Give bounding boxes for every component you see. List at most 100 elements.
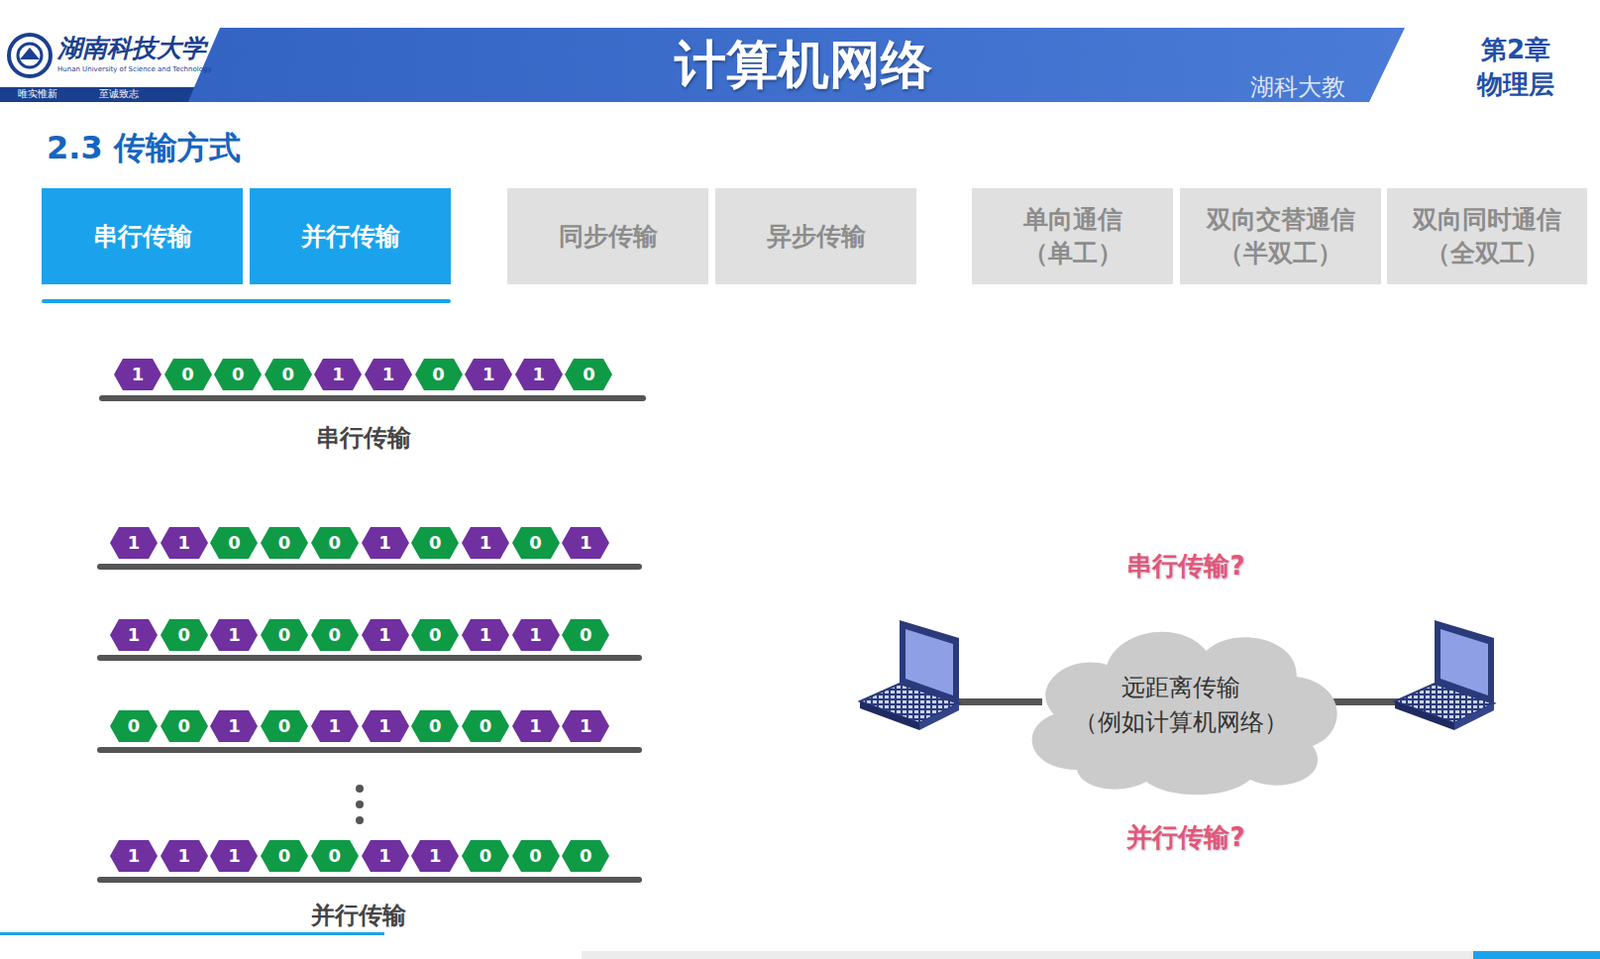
hexagon-fill (461, 710, 510, 743)
bit-hexagon: 1 (515, 358, 563, 391)
bit-value: 0 (278, 533, 292, 552)
hexagon-fill (160, 840, 209, 872)
hexagon-fill (164, 358, 213, 391)
hexagon-fill (160, 619, 209, 651)
tab-label: 双向交替通信 （半双工） (1179, 203, 1382, 271)
bit-hexagon: 0 (561, 840, 610, 872)
bit-hexagon: 1 (361, 840, 410, 872)
hexagon-fill (561, 840, 610, 872)
bit-value: 1 (127, 847, 141, 865)
hexagon-fill (512, 619, 560, 651)
laptop-screen (905, 629, 954, 696)
bit-hexagon: 1 (210, 840, 258, 872)
bit-hexagon: 1 (512, 619, 560, 651)
hexagon-fill (361, 619, 410, 651)
tab-label: 串行传输 (87, 219, 199, 254)
bit-value: 1 (529, 626, 542, 644)
hexagon-fill (260, 710, 309, 743)
bit-value: 1 (127, 533, 141, 552)
hexagon-fill (260, 840, 309, 872)
chapter-name: 物理层 (1477, 69, 1555, 101)
bit-value: 1 (227, 626, 241, 644)
bit-hexagon: 1 (461, 619, 510, 651)
hexagon-fill (461, 527, 510, 559)
bit-hexagon: 0 (213, 358, 262, 391)
bit-value: 0 (231, 365, 245, 384)
tab-button: 串行传输 (41, 188, 243, 285)
motto: 至诚致志 (99, 88, 139, 101)
hexagon-fill (561, 619, 610, 651)
tab-label: 同步传输 (552, 219, 664, 254)
progress-line (0, 932, 385, 936)
bit-value: 1 (378, 847, 392, 865)
bit-value: 0 (428, 717, 442, 736)
cloud-label: 远距离传输 （例如计算机网络） (1062, 670, 1300, 741)
hexagon-fill (311, 619, 359, 651)
bit-value: 0 (579, 626, 593, 644)
bit-value: 0 (181, 365, 195, 384)
question-label: 并行传输? (1126, 822, 1245, 854)
bit-value: 1 (479, 626, 493, 644)
bit-hexagon: 1 (210, 710, 258, 743)
bit-value: 0 (278, 847, 292, 865)
bit-value: 1 (382, 365, 396, 384)
bit-hexagon: 1 (464, 358, 513, 391)
logo-emblem (8, 34, 51, 77)
bit-value: 1 (482, 365, 496, 384)
bit-hexagon: 1 (113, 358, 162, 391)
hexagon-fill (109, 619, 158, 651)
hexagon-fill (210, 710, 258, 743)
bit-hexagon: 1 (364, 358, 413, 391)
hexagon-fill (109, 527, 158, 559)
bit-value: 1 (227, 847, 241, 865)
hexagon-fill (361, 710, 410, 743)
logo-emblem-ring (17, 43, 42, 68)
hexagon-fill (464, 358, 513, 391)
bit-hexagon: 1 (109, 840, 158, 872)
bit-hexagon: 1 (314, 358, 362, 391)
parallel-wire (97, 654, 642, 661)
hexagon-fill (314, 358, 362, 391)
laptop-base (859, 701, 920, 731)
bit-value: 0 (479, 717, 493, 736)
bit-hexagon: 0 (411, 527, 459, 559)
chapter-number: 第2章 (1481, 34, 1551, 66)
hexagon-fill (515, 358, 563, 391)
bit-value: 1 (579, 717, 593, 736)
hexagon-fill (311, 710, 359, 743)
question-label: 串行传输? (1126, 550, 1245, 582)
laptop-base (1454, 703, 1494, 731)
bit-hexagon: 0 (109, 710, 158, 743)
bit-value: 0 (177, 717, 191, 736)
active-tab-underline (41, 299, 451, 304)
bit-hexagon: 0 (561, 619, 610, 651)
tab-label: 异步传输 (760, 219, 872, 254)
tab-label: 并行传输 (295, 219, 407, 254)
bit-hexagon: 0 (512, 527, 560, 559)
scroll-bar (581, 951, 1600, 959)
hexagon-fill (364, 358, 413, 391)
bit-hexagon: 1 (561, 527, 610, 559)
ellipsis-dot (355, 800, 364, 809)
bit-value: 0 (428, 533, 442, 552)
hexagon-fill (113, 358, 162, 391)
laptop-base (919, 703, 960, 731)
link-line (957, 698, 1043, 706)
hexagon-fill (160, 527, 209, 559)
bit-value: 0 (278, 626, 292, 644)
bit-value: 0 (227, 533, 241, 552)
bit-value: 0 (479, 847, 493, 865)
hexagon-fill (109, 840, 158, 872)
bit-hexagon: 0 (564, 358, 613, 391)
tab-button: 双向交替通信 （半双工） (1179, 188, 1382, 285)
university-name: 湖南科技大学 (57, 33, 207, 64)
watermark: 湖科大教 (1250, 73, 1346, 103)
bit-hexagon: 0 (311, 840, 359, 872)
university-english: Hunan University of Science and Technolo… (57, 65, 213, 74)
bit-value: 1 (177, 847, 191, 865)
bit-hexagon: 1 (311, 710, 359, 743)
header-bar (0, 27, 1405, 103)
bit-value: 0 (529, 847, 542, 865)
parallel-wire (97, 563, 642, 570)
